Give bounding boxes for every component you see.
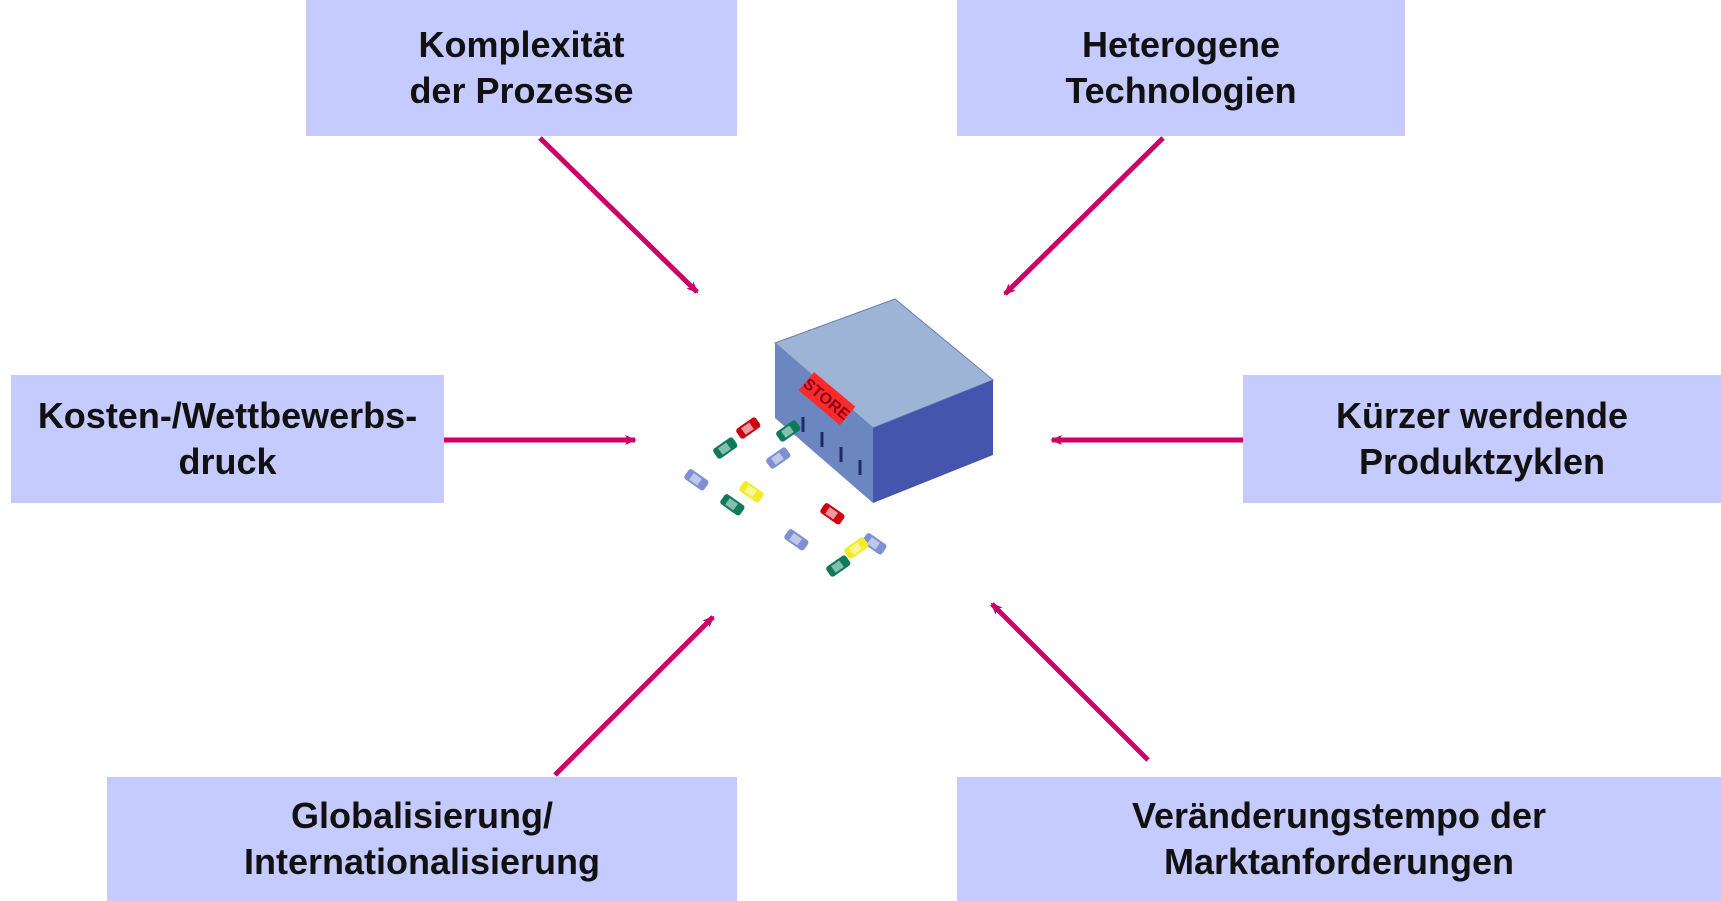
box-globalisierung-line2: Internationalisierung [243,841,601,882]
box-produktzyklen-line2: Produktzyklen [1358,441,1606,482]
box-produktzyklen-line1: Kürzer werdende [1335,395,1629,436]
parked-cars [684,417,887,577]
box-heterogene-technologien: Heterogene Technologien [957,0,1405,136]
store-sign [798,372,856,426]
box-komplexitaet-line2: der Prozesse [409,70,634,111]
box-veraenderungstempo: Veränderungstempo der Marktanforderungen [957,777,1721,901]
car-icon [684,469,709,491]
car-icon [844,537,869,559]
store-side [873,380,993,503]
box-kostendruck-line1: Kosten-/Wettbewerbs- [37,395,418,436]
box-kostendruck: Kosten-/Wettbewerbs- druck [11,375,444,503]
car-icon [739,481,764,503]
box-heterogene-line1: Heterogene [1081,24,1281,65]
box-veraenderungstempo-line2: Marktanforderungen [1163,841,1515,882]
box-komplexitaet: Komplexität der Prozesse [306,0,737,136]
store-building: STORE [774,298,994,503]
box-globalisierung: Globalisierung/ Internationalisierung [107,777,737,901]
store-front [775,343,873,503]
box-veraenderungstempo-line1: Veränderungstempo der [1131,795,1547,836]
car-icon [766,447,791,469]
car-icon [720,494,745,516]
box-komplexitaet-line1: Komplexität [418,24,625,65]
car-icon [736,417,761,439]
store-doors [801,417,862,475]
arrow-top-left [538,136,699,294]
arrow-bottom-right [990,602,1150,762]
car-icon [820,503,845,525]
box-globalisierung-line1: Globalisierung/ [290,795,554,836]
car-icon [713,437,738,459]
car-icon [776,420,801,442]
car-icon [862,533,887,555]
car-icon [826,555,851,577]
car-icon [784,529,809,551]
box-kostendruck-line2: druck [178,441,277,482]
box-produktzyklen: Kürzer werdende Produktzyklen [1243,375,1721,503]
arrow-bottom-left [553,615,715,777]
box-heterogene-line2: Technologien [1065,70,1297,111]
arrow-top-right [1003,136,1165,296]
